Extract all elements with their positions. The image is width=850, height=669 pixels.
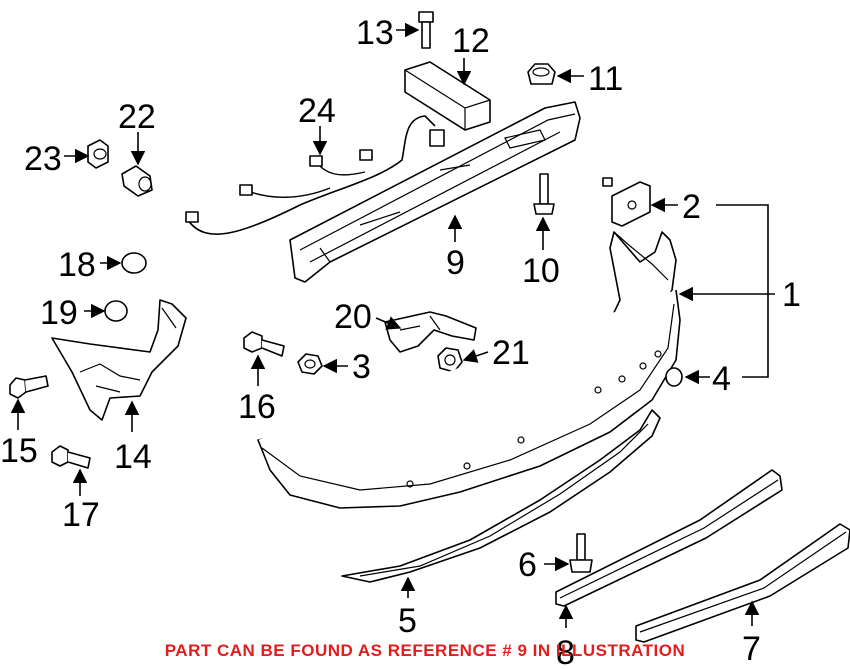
callout-18: 18 <box>58 246 96 284</box>
part-1-bumper-cover <box>257 231 681 509</box>
part-13-bolt <box>418 11 434 49</box>
callout-6: 6 <box>518 546 537 584</box>
callout-22: 22 <box>118 98 156 136</box>
callout-2: 2 <box>682 188 701 226</box>
callout-10: 10 <box>522 252 560 290</box>
callout-12: 12 <box>452 22 490 60</box>
callout-24: 24 <box>298 92 336 130</box>
part-2-mounting-bracket <box>602 177 651 227</box>
part-12-pad <box>404 61 491 131</box>
callout-16: 16 <box>238 388 276 426</box>
part-5-lower-valance <box>341 409 661 583</box>
part-4-plug <box>665 367 683 387</box>
part-16-bolt <box>243 331 285 357</box>
callout-14: 14 <box>114 438 152 476</box>
part-20-bracket <box>384 311 477 353</box>
callout-5: 5 <box>398 602 417 640</box>
part-3-nut <box>297 353 323 375</box>
callout-21: 21 <box>492 334 530 372</box>
callout-23: 23 <box>24 140 62 178</box>
callout-8: 8 <box>556 634 575 669</box>
callout-1: 1 <box>782 276 801 314</box>
part-9-bumper-reinforcement <box>289 101 581 283</box>
part-21-nut <box>437 347 463 373</box>
part-15-bolt <box>9 375 49 399</box>
reference-caption: PART CAN BE FOUND AS REFERENCE # 9 IN IL… <box>164 641 686 660</box>
part-14-side-bracket <box>51 299 187 421</box>
callout-3: 3 <box>352 348 371 386</box>
part-17-bolt <box>51 445 91 469</box>
part-7-molding <box>635 523 850 643</box>
part-11-nut <box>527 63 556 85</box>
part-22-parking-sensor <box>121 165 153 197</box>
part-23-sensor-bracket <box>87 139 109 169</box>
leader-lines <box>10 22 775 628</box>
part-19-cap <box>104 300 128 322</box>
part-18-cap <box>121 252 147 274</box>
callout-labels: 1 2 3 4 5 6 7 8 9 10 11 12 13 14 15 16 1… <box>0 14 801 669</box>
callout-9: 9 <box>446 244 465 282</box>
callout-4: 4 <box>712 360 731 398</box>
callout-11: 11 <box>588 60 623 98</box>
callout-7: 7 <box>742 630 761 668</box>
callout-15: 15 <box>0 432 38 470</box>
callout-20: 20 <box>334 298 372 336</box>
part-10-stud <box>533 173 555 215</box>
callout-13: 13 <box>356 14 394 52</box>
callout-17: 17 <box>62 496 100 534</box>
part-24-wiring-harness <box>185 115 445 235</box>
part-8-trim-strip <box>555 469 783 607</box>
callout-19: 19 <box>40 294 78 332</box>
part-6-bolt <box>569 533 593 573</box>
